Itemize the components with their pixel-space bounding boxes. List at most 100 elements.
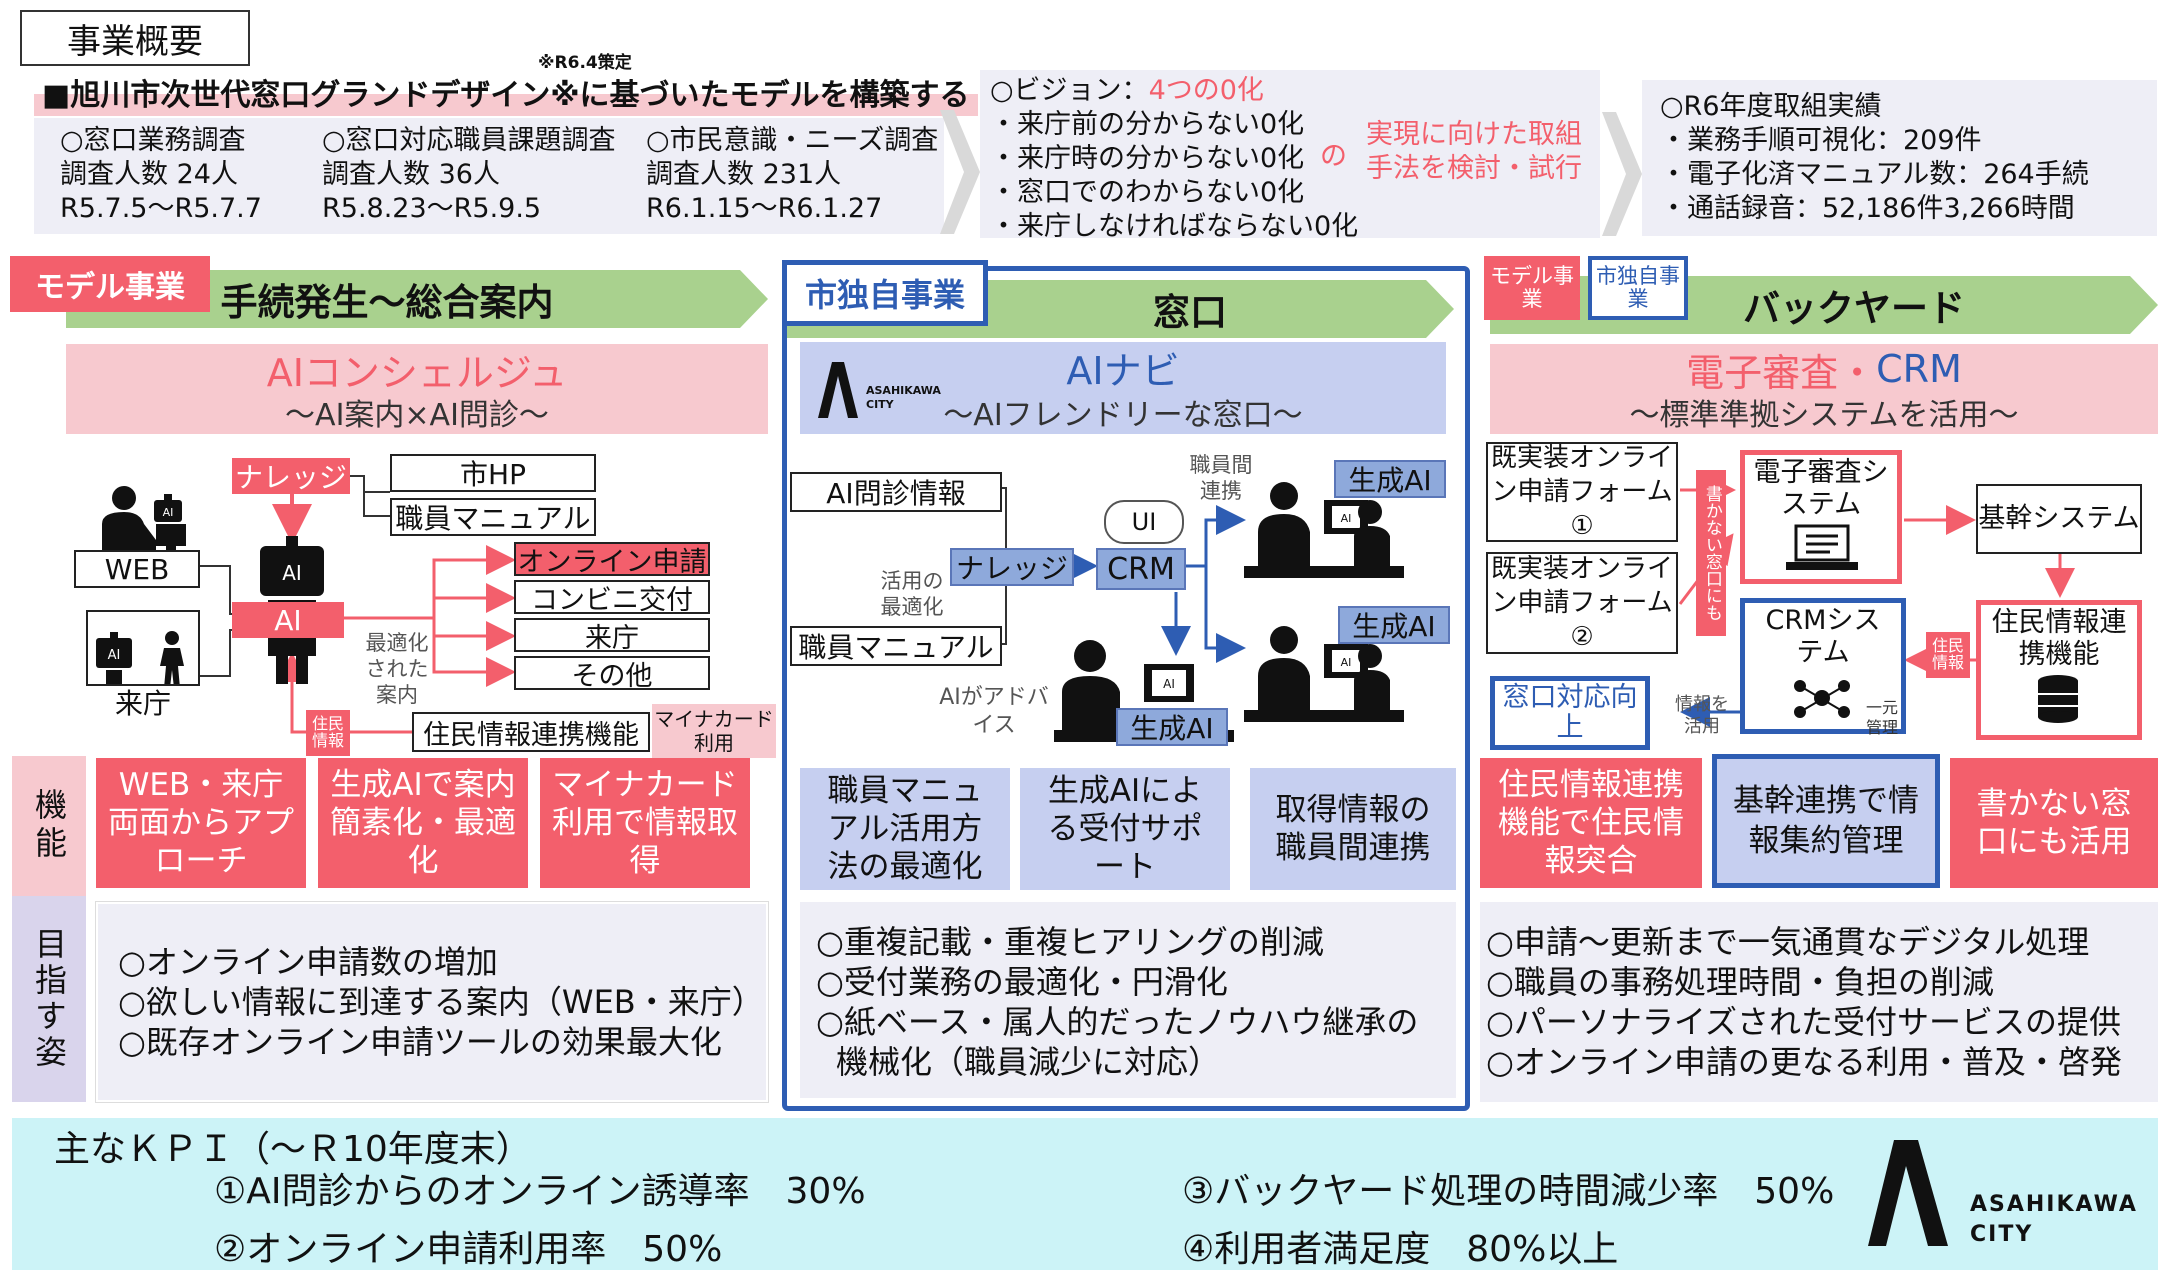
svg-text:AI: AI — [1341, 512, 1352, 525]
asahikawa-logo-icon — [1868, 1140, 1948, 1246]
svg-text:AI: AI — [282, 561, 302, 585]
feature-right-1: 住民情報連携機能で住民情報突合 — [1480, 758, 1702, 888]
window-up-box: 窓口対応向上 — [1490, 676, 1650, 750]
info-use-label: 情報を活用 — [1675, 694, 1729, 737]
center-title-box — [800, 342, 1446, 434]
feature-center-1: 職員マニュアル活用方法の最適化 — [800, 768, 1010, 890]
side-label-text: 目指す姿 — [30, 927, 68, 1071]
form1-box: 既実装オンライン申請フォーム① — [1486, 442, 1678, 542]
center-badge: 市独自事業 — [782, 260, 988, 326]
center-subtitle: ～AIフレンドリーな窓口～ — [943, 398, 1303, 433]
staff-desk-icon: AI — [1244, 482, 1404, 578]
ui-bubble: UI — [1104, 500, 1184, 544]
survey-title: ○市民意識・ニーズ調査 — [646, 125, 939, 156]
results-title: ○R6年度取組実績 — [1660, 91, 1882, 122]
goal-item: ○オンライン申請の更なる利用・普及・啓発 — [1486, 1043, 2122, 1081]
vision-list: ○ビジョン：4つの0化 ・来庁前の分からない0化 ・来庁時の分からない0化 ・窓… — [990, 74, 1358, 244]
output-visit: 来庁 — [514, 618, 710, 654]
center-logo-text: ASAHIKAWA CITY — [866, 384, 941, 412]
header-note: ※R6.4策定 — [538, 53, 632, 73]
feature-center-3: 取得情報の職員間連携 — [1250, 768, 1456, 890]
vision-panel — [980, 70, 1600, 238]
svg-text:AI: AI — [1341, 656, 1352, 669]
asahikawa-logo-icon — [818, 362, 858, 418]
database-icon — [2038, 675, 2078, 723]
right-badge-model: モデル事業 — [1484, 256, 1580, 320]
page-title: 事業概要 — [20, 10, 250, 66]
goal-item: ○申請～更新まで一気通貫なデジタル処理 — [1486, 923, 2090, 961]
crm-system-box: CRMシステム — [1740, 598, 1906, 734]
survey-count: 調査人数 231人 — [646, 159, 842, 190]
feature-right-3: 書かない窓口にも活用 — [1950, 758, 2158, 888]
svg-text:AI: AI — [163, 506, 174, 519]
web-label: WEB — [74, 550, 200, 588]
left-badge: モデル事業 — [10, 256, 210, 312]
goal-item: ○紙ベース・属人的だったノウハウ継承の — [816, 1003, 1419, 1041]
resident-tag: 住民情報 — [306, 710, 350, 756]
right-badge-city: 市独自事業 — [1588, 256, 1688, 320]
survey-count: 調査人数 24人 — [60, 159, 238, 190]
vision-item: ・来庁前の分からない0化 — [990, 109, 1305, 140]
walking-person-icon — [160, 631, 184, 688]
resident-tag-right: 住民情報 — [1926, 632, 1970, 678]
survey-period: R6.1.15～R6.1.27 — [646, 193, 883, 224]
right-title-box — [1490, 344, 2158, 434]
goal-item: ○パーソナライズされた受付サービスの提供 — [1486, 1003, 2121, 1041]
feature-left-3: マイナカード利用で情報取得 — [540, 758, 750, 888]
kpi-panel — [12, 1118, 2158, 1270]
output-conbini: コンビニ交付 — [514, 580, 710, 616]
band-label: バックヤード — [1743, 287, 1965, 330]
center-title: AIナビ — [1066, 348, 1180, 393]
chevron-arrow-icon — [1602, 112, 1642, 236]
logo-text: CITY — [866, 398, 894, 411]
results-panel — [1642, 80, 2157, 236]
feature-right-2: 基幹連携で情報集約管理 — [1712, 754, 1940, 888]
knowledge-label: ナレッジ — [232, 458, 350, 494]
goal-item: ○重複記載・重複ヒアリングの削減 — [816, 923, 1324, 961]
intro-heading: ■旭川市次世代窓口グランドデザイン※に基づいたモデルを構築する — [34, 76, 978, 116]
survey-count: 調査人数 36人 — [322, 159, 500, 190]
unified-label: 一元管理 — [1865, 698, 1898, 737]
side-label-text: 機能 — [30, 788, 68, 864]
ai-advice-label: AIがアドバイス — [939, 685, 1049, 738]
goals-right: ○申請～更新まで一気通貫なデジタル処理 ○職員の事務処理時間・負担の削減 ○パー… — [1480, 902, 2158, 1102]
output-online: オンライン申請 — [514, 542, 710, 578]
svg-text:AI: AI — [1163, 677, 1175, 691]
results-item: ・通話録音：52,186件3,266時間 — [1660, 193, 2075, 224]
results-list: ○R6年度取組実績 ・業務手順可視化：209件 ・電子化済マニュアル数：264手… — [1660, 90, 2089, 226]
vision-connector: の — [1320, 141, 1347, 172]
title-red: 電子審査・ — [1686, 350, 1877, 395]
goal-item: ○職員の事務処理時間・負担の削減 — [1486, 963, 1994, 1001]
gen-ai-label-3: 生成AI — [1116, 708, 1228, 746]
review-system-box: 電子審査システム — [1740, 450, 1902, 584]
crm-system-label: CRMシステム — [1765, 605, 1881, 668]
hp-box: 市HP — [390, 454, 596, 492]
vision-item: ・来庁しなければならない0化 — [990, 211, 1359, 242]
right-title: 電子審査・CRM — [1490, 344, 2158, 395]
kpi-item-1: ①AI問診からのオンライン誘導率 30% — [214, 1171, 866, 1212]
goal-item: ○受付業務の最適化・円滑化 — [816, 963, 1228, 1001]
title-blue: CRM — [1876, 347, 1962, 391]
logo-text: ASAHIKAWA — [1970, 1192, 2138, 1217]
goal-item: ○既存オンライン申請ツールの効果最大化 — [118, 1023, 722, 1061]
survey-title: ○窓口業務調査 — [60, 125, 246, 156]
left-title: AIコンシェルジュ — [266, 350, 568, 395]
staff-desk-icon: AI — [1244, 626, 1404, 722]
survey-period: R5.8.23～R5.9.5 — [322, 193, 542, 224]
results-item: ・電子化済マニュアル数：264手続 — [1660, 159, 2089, 190]
network-people-icon — [1794, 680, 1850, 718]
review-system-label: 電子審査システム — [1753, 457, 1889, 520]
goal-item: ○オンライン申請数の増加 — [118, 943, 498, 981]
survey-period: R5.7.5～R5.7.7 — [60, 193, 262, 224]
goal-item: 機械化（職員減少に対応） — [836, 1043, 1221, 1081]
goals-center: ○重複記載・重複ヒアリングの削減 ○受付業務の最適化・円滑化 ○紙ベース・属人的… — [800, 902, 1456, 1098]
band-label: 窓口 — [1153, 291, 1227, 334]
center-frame — [782, 266, 1470, 1111]
kpi-item-4: ④利用者満足度 80%以上 — [1182, 1229, 1619, 1270]
crm-box: CRM — [1096, 548, 1186, 590]
vision-trial: 実現に向けた取組 手法を検討・試行 — [1366, 118, 1582, 186]
kpi-item-3: ③バックヤード処理の時間減少率 50% — [1182, 1171, 1835, 1212]
resident-system-label: 住民情報連携機能 — [1991, 607, 2127, 670]
goals-left: ○オンライン申請数の増加 ○欲しい情報に到達する案内（WEB・来庁） ○既存オン… — [96, 902, 768, 1102]
robot-icon: AI — [154, 494, 182, 534]
